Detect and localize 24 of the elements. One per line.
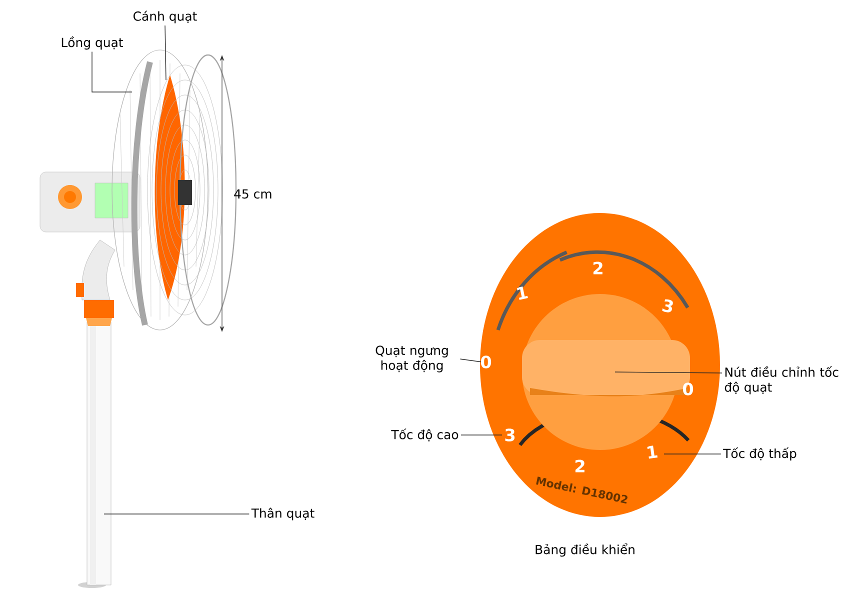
dial-number: 1 [647, 446, 658, 459]
dial-number: 1 [516, 286, 528, 300]
control-panel-drawing [480, 213, 720, 517]
leader-line [164, 25, 166, 80]
part-label: Cánh quạt [134, 10, 197, 24]
dial-number: 3 [662, 299, 673, 312]
dial-number: 0 [480, 356, 492, 368]
part-label: Quạt ngưng hoạt động [376, 346, 448, 372]
caption: Bảng điều khiển [536, 543, 634, 557]
dial-number: 0 [682, 382, 694, 396]
model-text: Model: D18002 [536, 476, 628, 504]
dial-number: 2 [575, 460, 584, 472]
leader-line [92, 51, 132, 92]
dimension-label: 45 cm [234, 189, 272, 199]
part-label: Nút điều chỉnh tốc độ quạt [724, 366, 838, 394]
leader-line [460, 358, 482, 362]
dial-number: 3 [505, 428, 515, 442]
leader-line [460, 434, 502, 436]
part-label: Tốc độ cao [391, 428, 458, 442]
leader-line [614, 372, 722, 374]
part-label: Thân quạt [251, 508, 314, 520]
part-label: Lồng quạt [62, 36, 124, 50]
dial-number: 2 [593, 262, 602, 274]
part-label: Tốc độ thấp [723, 447, 796, 461]
